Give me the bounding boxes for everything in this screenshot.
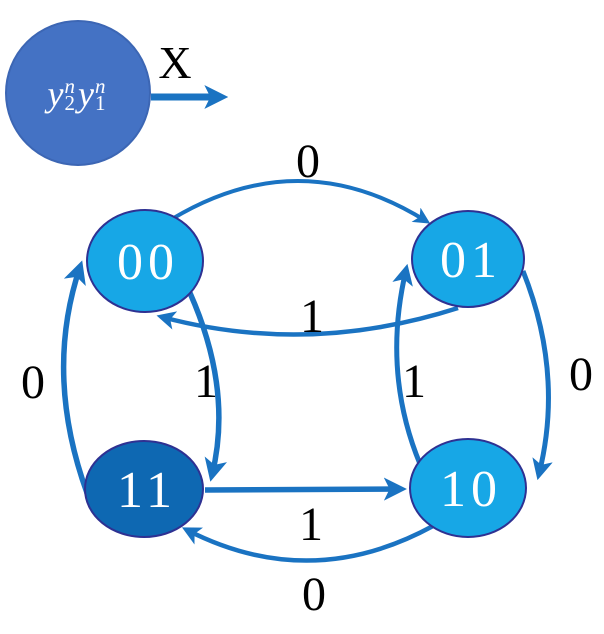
transition-11-00-label: 0 <box>21 356 45 409</box>
transition-01-10-arrow <box>520 270 553 481</box>
transition-11-10-arrow <box>204 477 407 501</box>
state-10-label: 10 <box>440 461 502 518</box>
transition-01-10-label: 0 <box>569 348 593 401</box>
transition-10-01-label: 1 <box>402 355 426 408</box>
legend-var1-superscript: n <box>64 73 76 98</box>
state-01-circle <box>411 210 525 308</box>
transition-10-11-label: 0 <box>302 568 326 621</box>
state-00-circle <box>86 209 204 313</box>
transition-00-01-arrow <box>170 179 431 224</box>
legend-var2-subscript: 1 <box>94 91 106 115</box>
transition-01-00-label: 1 <box>300 290 324 343</box>
state-10-circle <box>409 438 527 538</box>
state-01-label: 01 <box>440 232 502 289</box>
transition-10-11-arrow <box>181 524 435 563</box>
transition-11-10-label: 1 <box>299 498 323 551</box>
transition-00-11-label: 1 <box>194 355 218 408</box>
state-00-label: 00 <box>117 234 179 291</box>
state-11-circle <box>84 440 204 538</box>
legend-var1-base: y <box>47 74 64 114</box>
legend-var2-superscript: n <box>94 73 106 98</box>
transition-11-00-arrow <box>60 260 90 494</box>
transition-00-01-label: 0 <box>296 135 320 188</box>
input-x-label: X <box>158 37 191 88</box>
legend-state-circle <box>5 20 151 166</box>
transition-00-11-arrow <box>187 291 228 482</box>
state-11-label: 11 <box>117 462 177 519</box>
legend-var2-base: y <box>78 74 94 114</box>
legend-var1-subscript: 2 <box>64 91 76 115</box>
transition-10-01-arrow <box>392 263 423 465</box>
